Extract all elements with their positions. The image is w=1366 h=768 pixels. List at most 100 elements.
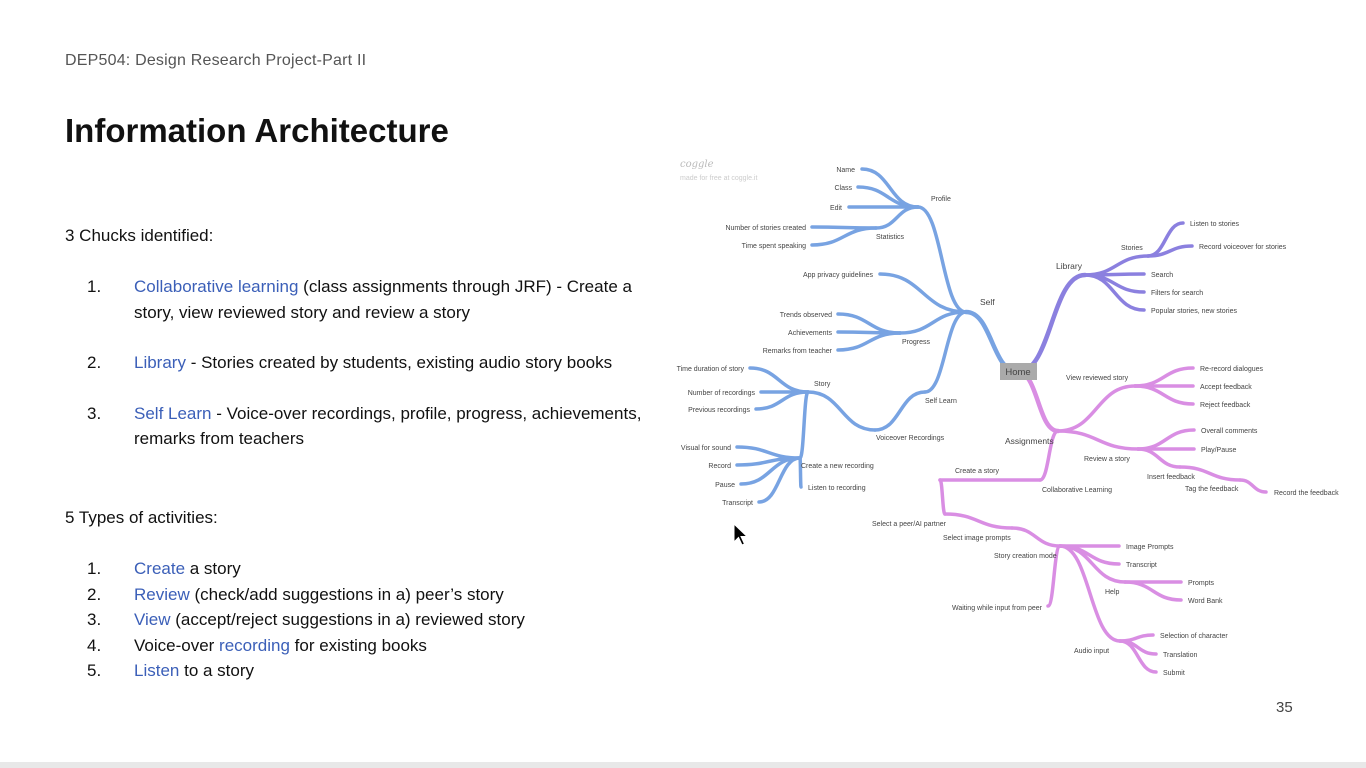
item-text: (check/add suggestions in a) peer’s stor… — [189, 584, 504, 604]
mindmap-node-prev-recordings: Previous recordings — [688, 407, 750, 414]
mindmap-edge-new-recording — [798, 390, 810, 460]
mindmap-edge-popular — [1083, 273, 1146, 312]
mindmap-edge-submit — [1118, 639, 1158, 674]
mindmap-node-num-stories: Number of stories created — [725, 225, 806, 232]
mindmap-node-reject: Reject feedback — [1200, 402, 1251, 409]
list-item: 1. Collaborative learning (class assignme… — [87, 274, 647, 325]
mindmap-node-remarks: Remarks from teacher — [763, 348, 833, 355]
item-number: 3. — [87, 403, 102, 423]
mindmap-edge-self-learn — [923, 310, 968, 394]
mindmap-node-overall: Overall comments — [1201, 428, 1258, 435]
list-item: 3.View (accept/reject suggestions in a) … — [87, 607, 647, 633]
mindmap-node-popular: Popular stories, new stories — [1151, 308, 1237, 315]
mindmap-node-record: Record — [708, 463, 731, 470]
mindmap-node-progress: Progress — [902, 339, 931, 346]
list-item: 2.Review (check/add suggestions in a) pe… — [87, 582, 647, 608]
mindmap-node-privacy: App privacy guidelines — [803, 272, 874, 279]
mindmap-node-story: Story — [814, 381, 831, 388]
item-text: Voice-over — [134, 635, 220, 655]
highlight-text: recording — [219, 635, 290, 655]
mindmap-node-select-img: Select image prompts — [943, 535, 1011, 542]
mindmap-node-select-peer: Select a peer/AI partner — [872, 521, 947, 528]
mindmap-node-self-learn: Self Learn — [925, 398, 957, 405]
mindmap-node-view-reviewed: View reviewed story — [1066, 375, 1129, 382]
mindmap-node-visual: Visual for sound — [681, 445, 731, 452]
mindmap-node-edit: Edit — [830, 205, 842, 212]
mindmap-edge-select-img — [943, 512, 1014, 530]
chunks-heading: 3 Chucks identified: — [65, 226, 214, 245]
mindmap-node-play: Play/Pause — [1201, 447, 1237, 454]
mindmap-node-collab: Collaborative Learning — [1042, 487, 1112, 494]
mindmap-node-creation-mode: Story creation mode — [994, 553, 1057, 560]
highlight-text: Review — [134, 584, 190, 604]
item-text: - Stories created by students, existing … — [185, 353, 613, 372]
mindmap-node-profile: Profile — [931, 196, 951, 203]
mindmap-edge-reject — [1133, 384, 1195, 406]
mindmap-node-time-duration: Time duration of story — [677, 366, 745, 373]
mindmap-node-review: Review a story — [1084, 456, 1130, 463]
highlight-text: View — [134, 610, 171, 629]
mindmap-node-word-bank: Word Bank — [1188, 598, 1223, 605]
mindmap-edge-visual — [735, 445, 802, 460]
activities-heading: 5 Types of activities: — [65, 508, 218, 527]
list-item: 2. Library - Stories created by students,… — [87, 350, 647, 376]
mindmap-edge-time-speaking — [810, 226, 878, 247]
mindmap-edge-stories — [1083, 254, 1150, 277]
mindmap-edge-transcript1 — [757, 456, 802, 504]
mindmap-node-accept: Accept feedback — [1200, 384, 1252, 391]
mindmap-edge-voiceover — [873, 390, 927, 432]
mindmap-edge-insert — [1136, 447, 1182, 469]
mindmap-edge-profile — [916, 205, 968, 314]
mindmap-edge-library — [1015, 272, 1088, 375]
activities-list: 1.Create a story 2.Review (check/add sug… — [87, 556, 647, 684]
mindmap-edge-statistics — [874, 205, 920, 230]
mindmap-node-insert: Insert feedback — [1147, 474, 1195, 481]
mindmap-edge-waiting — [1046, 544, 1062, 608]
list-item: 4.Voice-over recording for existing book… — [87, 633, 647, 659]
mindmap-edge-story — [806, 390, 877, 432]
mindmap-edge-privacy — [878, 272, 968, 314]
mindmap-edge-record-vo — [1146, 244, 1194, 258]
item-number: 1. — [87, 277, 102, 296]
mindmap-node-listen-stories: Listen to stories — [1190, 221, 1240, 228]
mindmap-node-time-speaking: Time spent speaking — [742, 243, 806, 250]
mindmap-node-name: Name — [836, 167, 855, 174]
mindmap-node-new-recording: Create a new recording — [801, 463, 874, 470]
mindmap-node-create: Create a story — [955, 468, 999, 475]
mindmap-edge-listen-rec — [798, 456, 803, 489]
mindmap-node-listen-rec: Listen to recording — [808, 485, 866, 492]
mouse-cursor-icon — [733, 523, 749, 546]
mindmap-edge-time-duration — [748, 366, 810, 394]
course-title: DEP504: Design Research Project-Part II — [65, 52, 367, 69]
highlight-text: Collaborative learning — [134, 277, 299, 296]
mindmap-edge-remarks — [836, 331, 902, 352]
item-text: (class assignments through JRF) - Create… — [134, 277, 632, 322]
mindmap-edge-overall — [1136, 428, 1196, 451]
mindmap-node-transcript1: Transcript — [722, 500, 753, 507]
item-text: a story — [185, 559, 241, 578]
mindmap-edge-assignments — [1015, 369, 1061, 434]
mindmap-node-self: Self — [980, 297, 995, 307]
mindmap-node-filters: Filters for search — [1151, 290, 1203, 297]
bottom-scrollbar[interactable] — [0, 762, 1366, 768]
mindmap-edge-collab — [1038, 429, 1060, 482]
mindmap-edge-record-fb — [1238, 478, 1268, 494]
mindmap-node-voiceover: Voiceover Recordings — [876, 435, 945, 442]
mindmap-node-pause: Pause — [715, 482, 735, 489]
mindmap-node-num-recordings: Number of recordings — [688, 390, 756, 397]
item-number: 2. — [87, 353, 102, 372]
list-item: 3.Self Learn - Voice-over recordings, pr… — [87, 401, 647, 452]
item-number: 4. — [87, 635, 102, 655]
mindmap-node-sel-char: Selection of character — [1160, 633, 1228, 640]
mindmap-edge-tag — [1178, 465, 1242, 482]
page-number: 35 — [1276, 699, 1293, 716]
coggle-watermark: coggle — [680, 159, 714, 170]
mindmap-node-translation: Translation — [1163, 652, 1197, 659]
mindmap-node-prompts: Prompts — [1188, 580, 1215, 587]
highlight-text: Library — [134, 353, 186, 372]
mindmap-edge-progress — [898, 310, 968, 335]
highlight-text: Self Learn — [134, 403, 212, 423]
item-number: 1. — [87, 559, 102, 578]
mindmap-node-trends: Trends observed — [780, 312, 832, 319]
